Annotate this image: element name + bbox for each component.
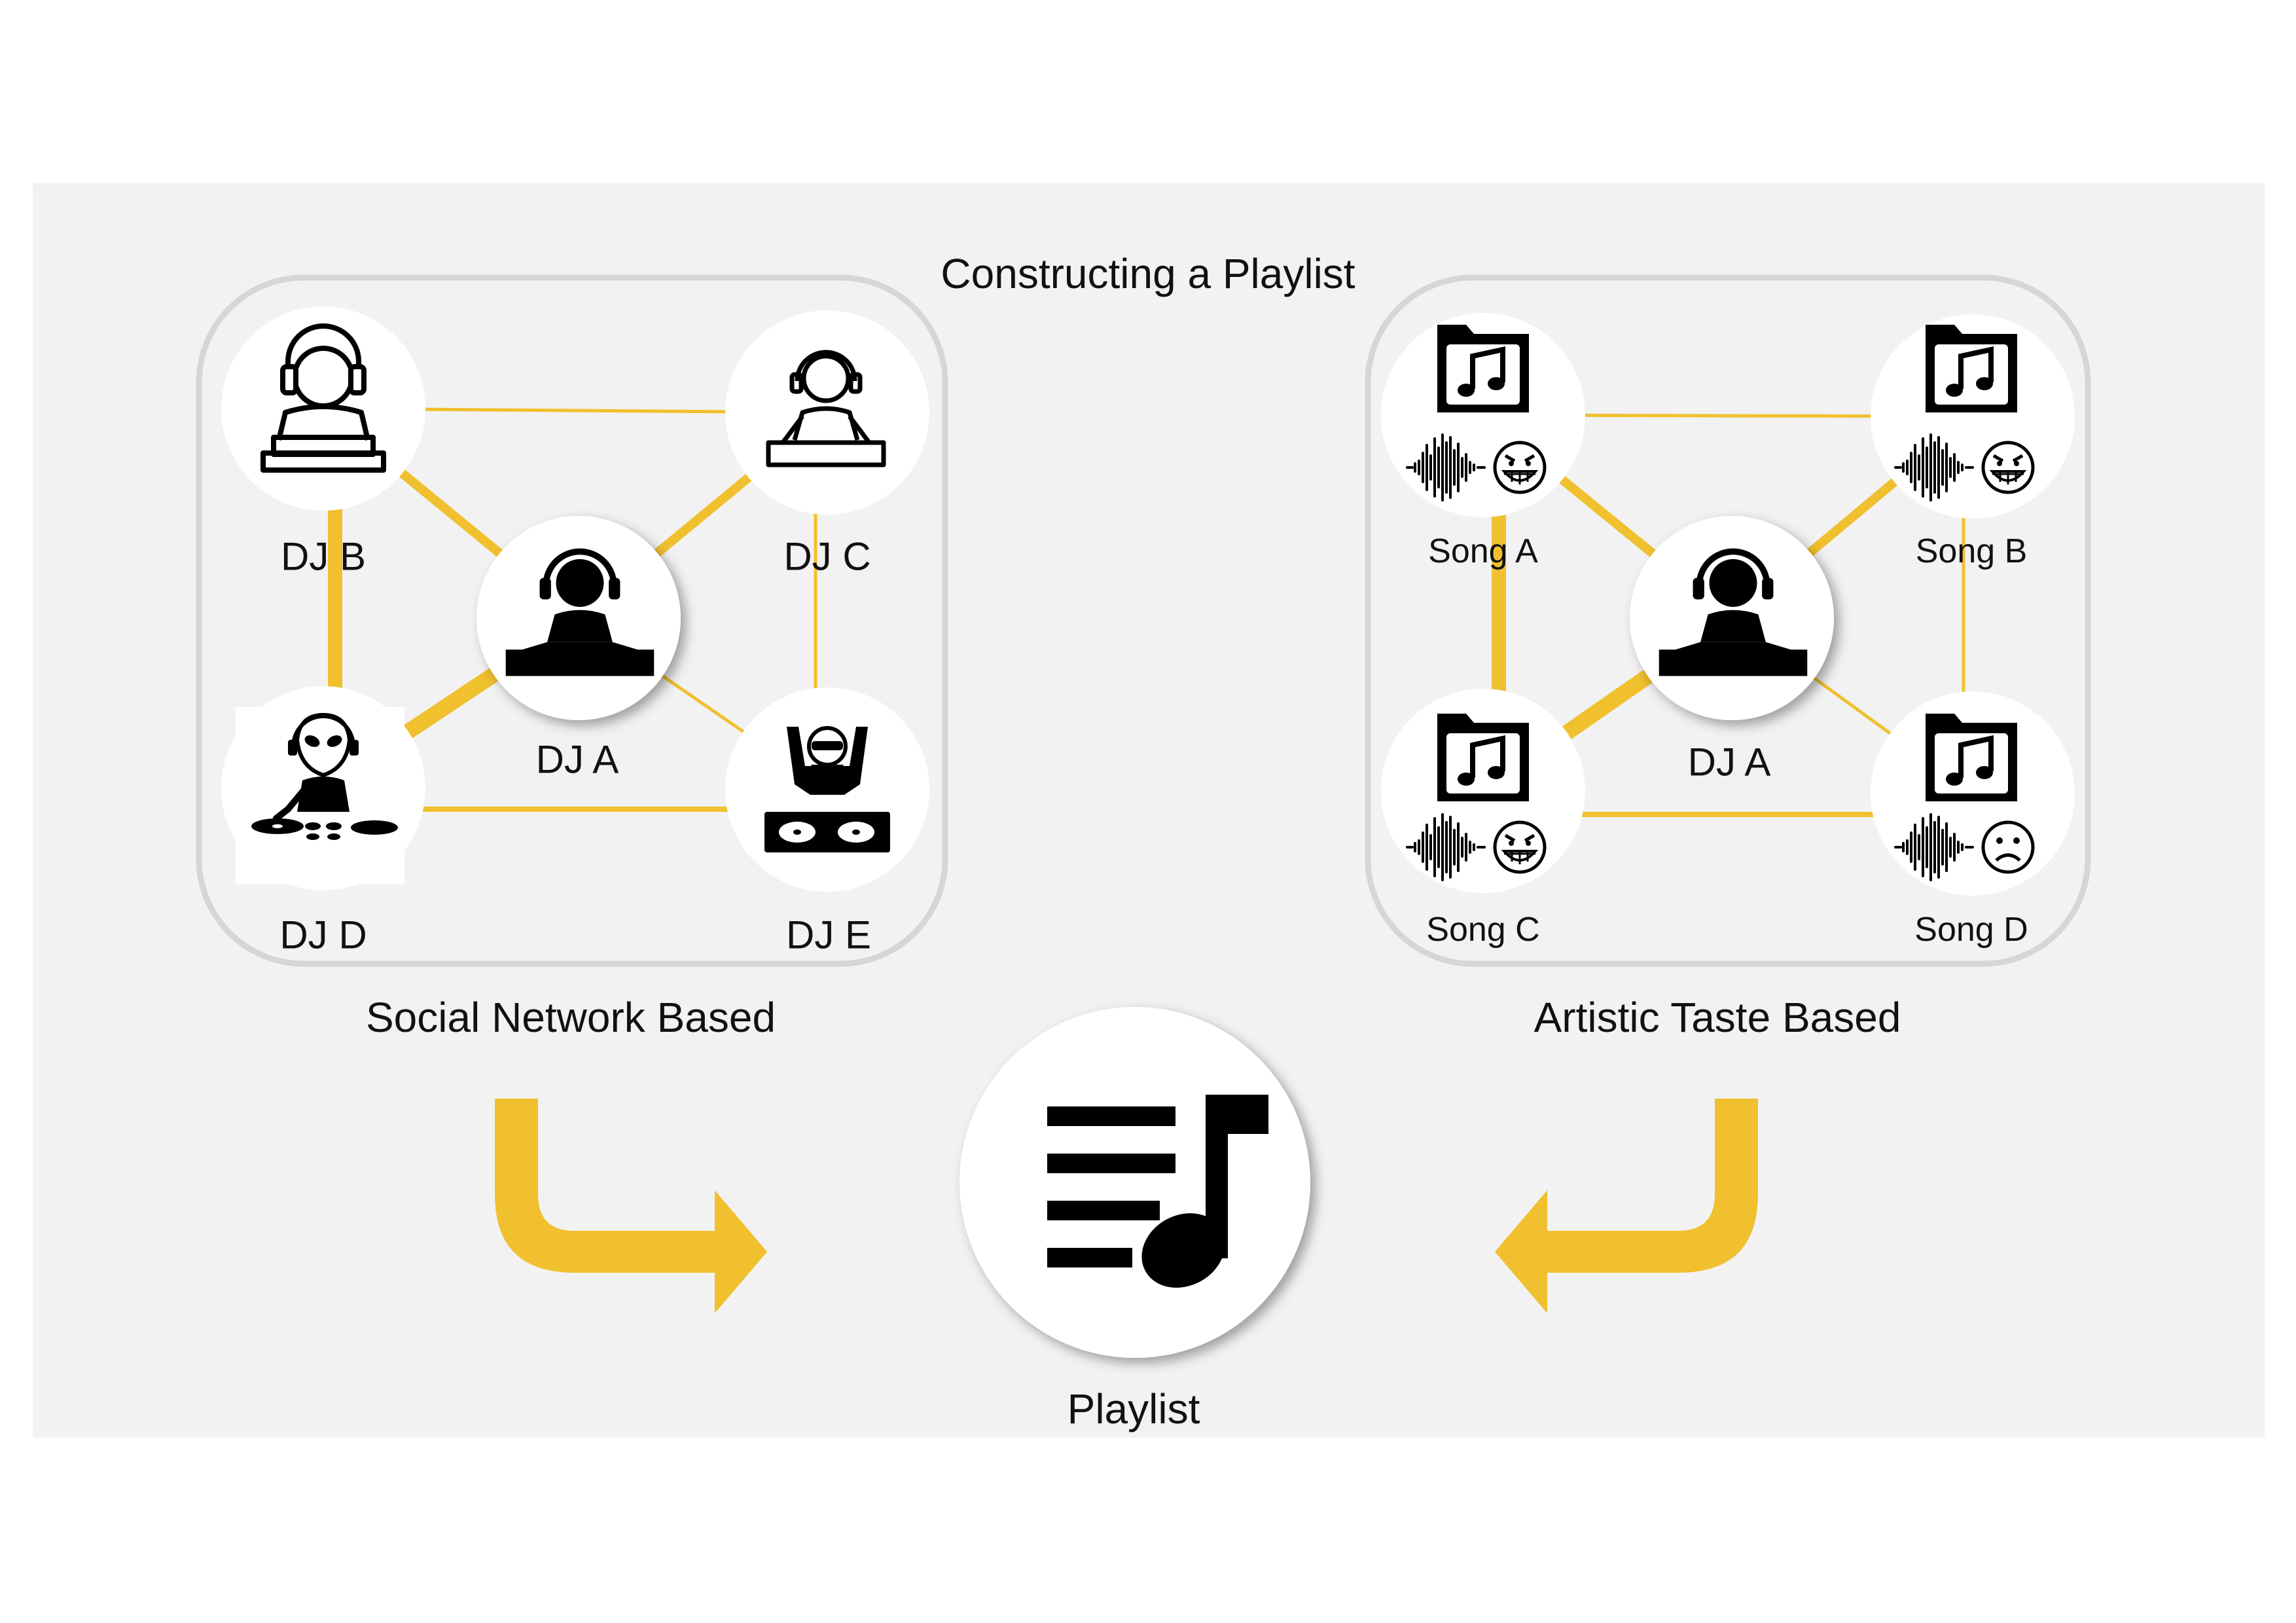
song-c-label: Song C xyxy=(1426,911,1540,949)
curved-arrow-right xyxy=(1495,1099,1758,1313)
music-folder-icon xyxy=(1437,325,1529,412)
dj-outline-icon xyxy=(766,350,886,467)
song-b-label: Song B xyxy=(1915,532,2028,570)
playlist-label: Playlist xyxy=(1067,1385,1200,1432)
artistic-taste-label: Artistic Taste Based xyxy=(1534,994,1901,1041)
dj-c-label: DJ C xyxy=(783,534,871,579)
dj-a-taste-label: DJ A xyxy=(1687,740,1771,784)
song-a-label: Song A xyxy=(1428,532,1538,570)
song-d-label: Song D xyxy=(1914,911,2028,949)
social-network-label: Social Network Based xyxy=(365,994,776,1041)
music-folder-icon xyxy=(1926,714,2017,801)
dj-e-label: DJ E xyxy=(785,913,872,957)
song-d-node xyxy=(1871,691,2075,896)
dj-b-node xyxy=(221,306,425,511)
dj-a-taste-node xyxy=(1630,516,1834,720)
dj-d-node xyxy=(221,686,425,890)
music-folder-icon xyxy=(1437,714,1529,801)
dj-b-label: DJ B xyxy=(280,534,367,579)
alien-dj-icon xyxy=(251,712,398,840)
song-b-node xyxy=(1871,314,2075,519)
social-network-frame xyxy=(196,274,948,967)
playlist-icon xyxy=(1047,1095,1268,1288)
dj-turntables-icon xyxy=(764,726,890,852)
diagram-title: Constructing a Playlist xyxy=(941,250,1355,297)
playlist-node xyxy=(960,1007,1310,1358)
dj-a-node xyxy=(476,516,681,720)
song-c-node xyxy=(1381,689,1585,893)
artistic-taste-frame xyxy=(1365,274,2091,967)
grinning-face-icon xyxy=(1495,443,1545,492)
dj-e-node xyxy=(725,687,929,892)
grinning-face-icon xyxy=(1495,822,1545,872)
music-folder-icon xyxy=(1926,325,2017,412)
frowning-face-icon xyxy=(1983,822,2033,872)
grinning-face-icon xyxy=(1983,443,2033,492)
dj-headset-outline-icon xyxy=(260,323,386,473)
dj-d-label: DJ D xyxy=(279,913,367,957)
song-a-node xyxy=(1381,313,1585,517)
dj-a-label: DJ A xyxy=(535,737,619,782)
curved-arrow-left xyxy=(495,1099,767,1313)
dj-c-node xyxy=(725,310,929,515)
